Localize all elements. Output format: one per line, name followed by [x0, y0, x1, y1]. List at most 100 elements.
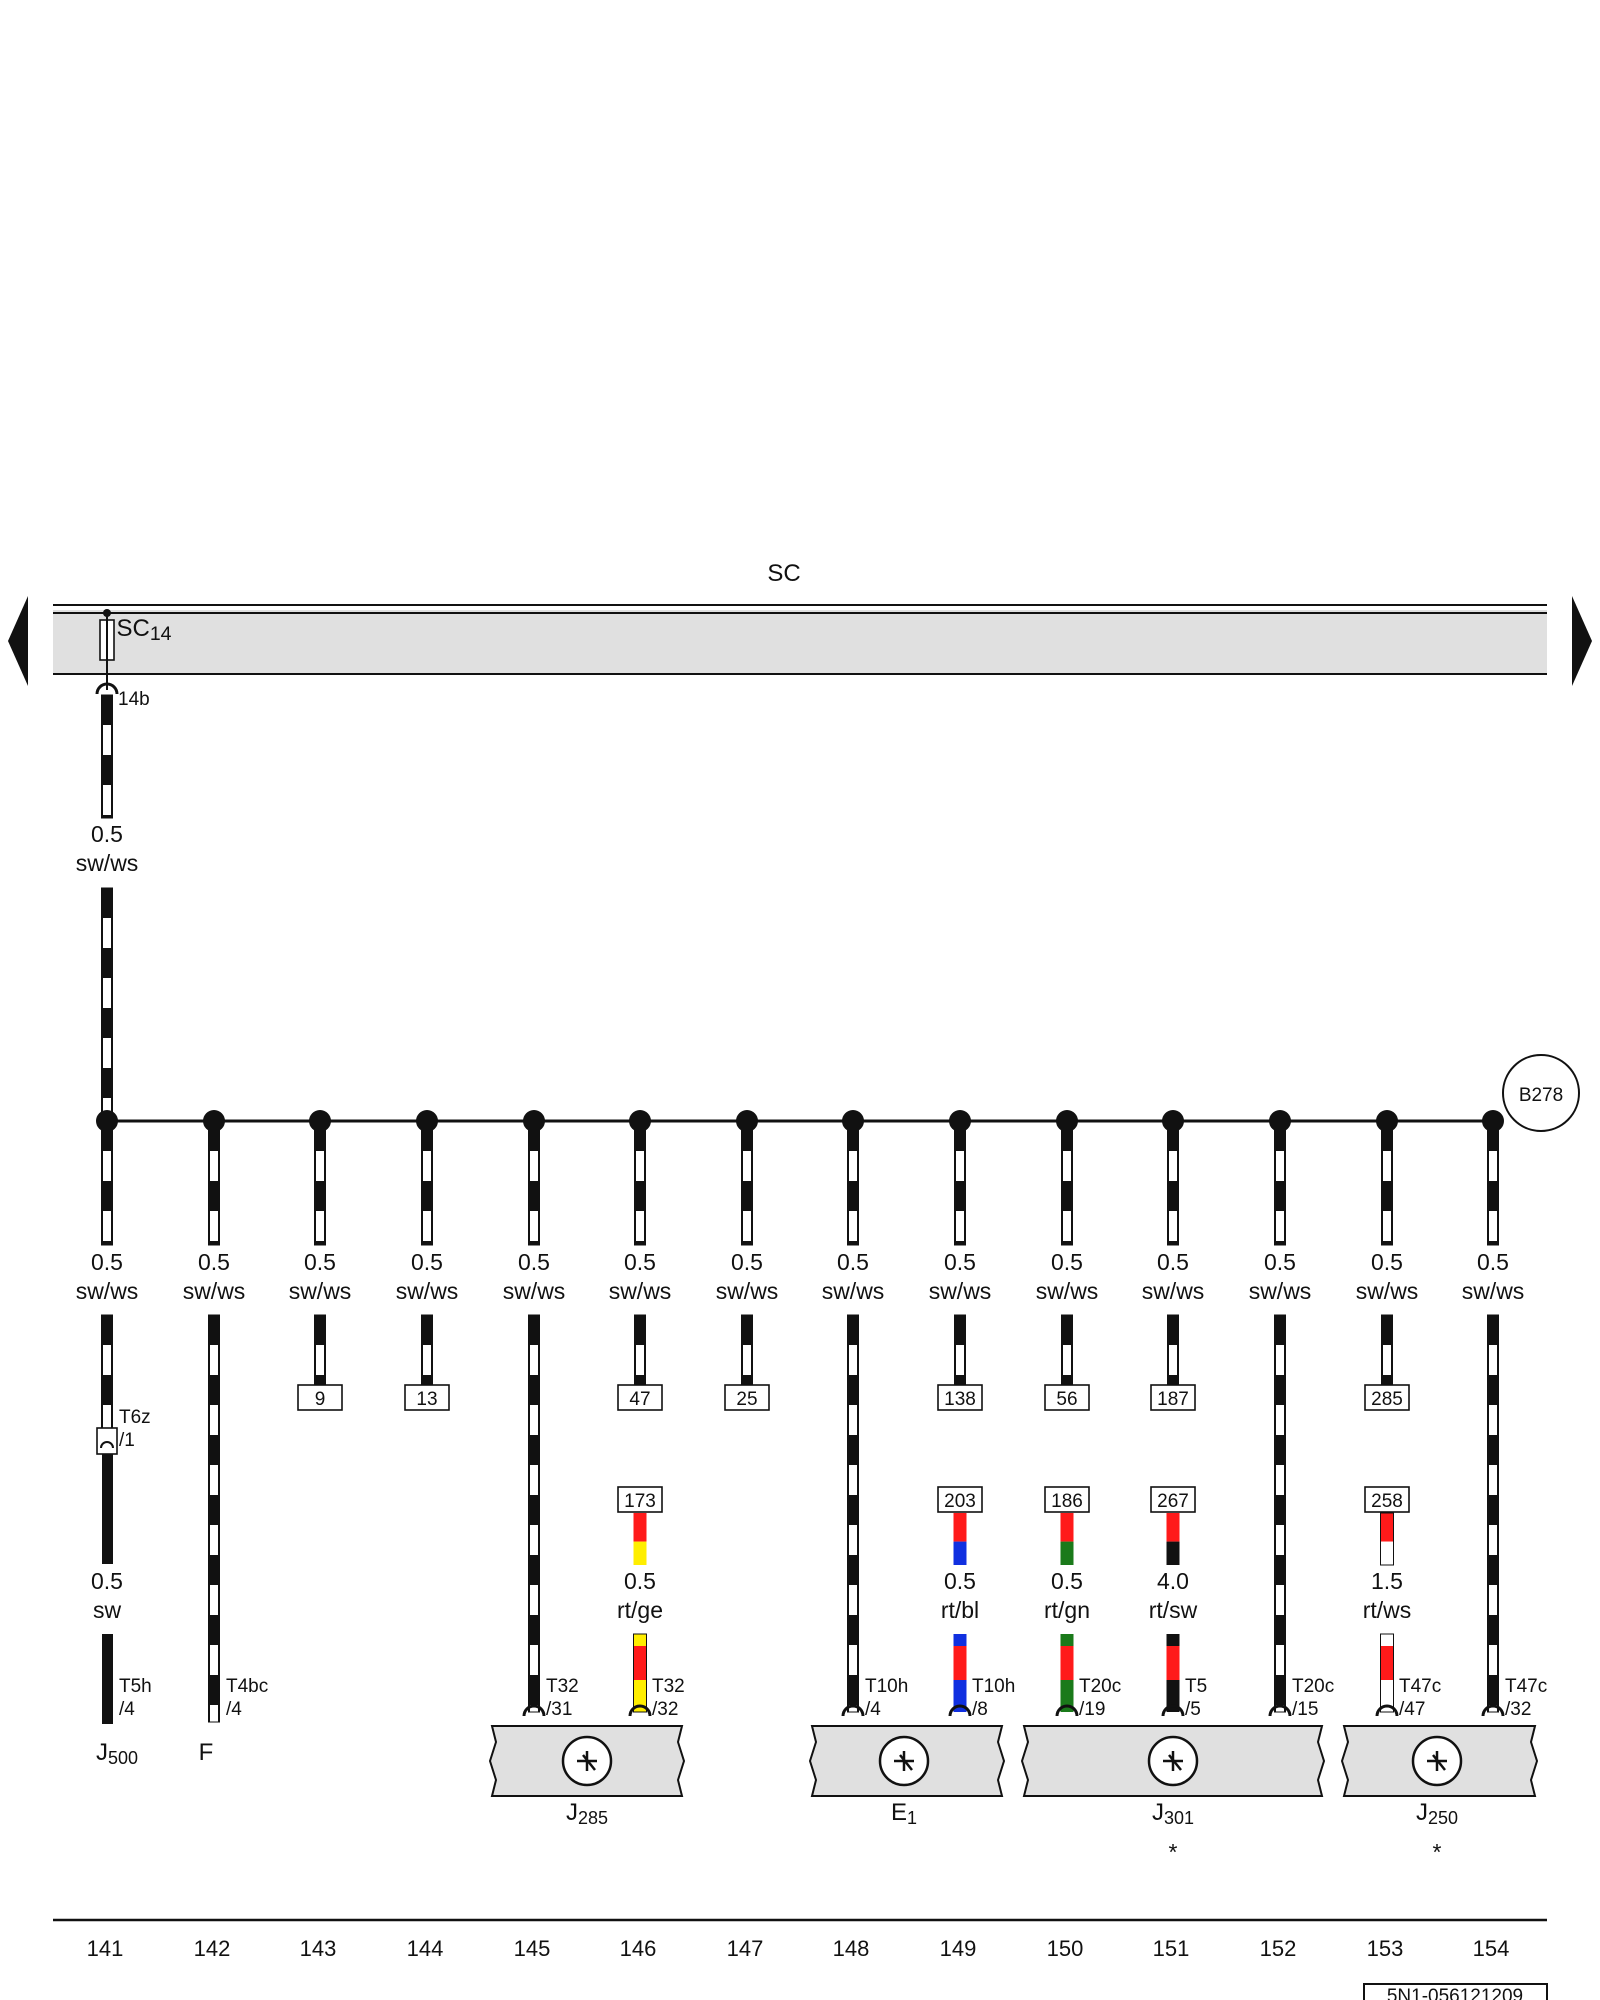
- ref-stub-wire-stripe: [423, 1345, 431, 1375]
- colored-wire-lower-mid: [1380, 1646, 1394, 1680]
- component-j500-label-main: J: [96, 1739, 108, 1766]
- col142-wire-stripe: [210, 1525, 218, 1555]
- branch-wire-upper: [1487, 1120, 1499, 1246]
- connector-name: T47c: [1505, 1676, 1547, 1697]
- module-wire-base: [1487, 1315, 1499, 1712]
- connector-name: T10h: [972, 1676, 1015, 1697]
- colored-wire-size: 0.5: [624, 1568, 656, 1594]
- ref-stub-wire-stripe: [743, 1345, 751, 1375]
- feed-wire-upper-base: [101, 695, 113, 818]
- branch-wire-upper-outline: [421, 1120, 433, 1246]
- ref-lower-box: 186: [1051, 1491, 1083, 1512]
- feed-wire-lower: [101, 887, 113, 1122]
- branch-color: sw/ws: [76, 1278, 139, 1304]
- col142-wire-stripe: [210, 1465, 218, 1495]
- connector-t6z-name: T6z: [119, 1407, 151, 1428]
- branch-wire-upper-stripe: [1276, 1211, 1284, 1241]
- branch-wire-upper-outline: [314, 1120, 326, 1246]
- branch-size: 0.5: [411, 1249, 443, 1275]
- colored-wire-lower-outline: [633, 1633, 647, 1713]
- branch-color: sw/ws: [503, 1278, 566, 1304]
- module-pin-arc: [1055, 1704, 1079, 1717]
- ref-stub-wire-stripe: [1383, 1345, 1391, 1375]
- column-number: 147: [727, 1936, 764, 1961]
- colored-wire-size: 0.5: [1051, 1568, 1083, 1594]
- col141-black-wire-2: [102, 1634, 113, 1724]
- col142-wire-stripe: [210, 1585, 218, 1615]
- component-j285-label-main: J: [566, 1799, 578, 1826]
- ref-stub-wire: [1061, 1314, 1073, 1386]
- ref-lower-box-box: [617, 1486, 663, 1513]
- branch-wire-upper-stripe: [1383, 1211, 1391, 1241]
- column-number: 153: [1367, 1936, 1404, 1961]
- column-number: 143: [300, 1936, 337, 1961]
- module-wire-stripe: [1489, 1345, 1497, 1375]
- component-j301-label: J301: [1152, 1799, 1194, 1828]
- branch-wire-upper: [528, 1120, 540, 1246]
- ref-stub-wire: [314, 1314, 326, 1386]
- ref-stub-wire: [1381, 1314, 1393, 1386]
- branch-size: 0.5: [518, 1249, 550, 1275]
- module-wire-stripe: [530, 1525, 538, 1555]
- component-j301-note: *: [1169, 1839, 1178, 1865]
- branch-wire-upper-base: [954, 1121, 966, 1245]
- ref-stub-wire-stripe: [1169, 1345, 1177, 1375]
- colored-wire-lower: [1166, 1634, 1180, 1712]
- branch-wire-upper: [954, 1120, 966, 1246]
- column-number: 142: [194, 1936, 231, 1961]
- colored-wire-lower-bot: [1060, 1680, 1074, 1712]
- module-wire-outline: [847, 1314, 859, 1713]
- module-wire-stripe: [1276, 1405, 1284, 1435]
- colored-wire-lower-top: [1060, 1634, 1074, 1646]
- feed-wire-lower-stripe: [103, 978, 111, 1008]
- feed-wire-color: sw/ws: [76, 850, 139, 876]
- ref-stub-wire-stripe: [1063, 1345, 1071, 1375]
- arrow-left-icon: [8, 596, 28, 686]
- col141-wire-upper-stripe: [103, 1405, 111, 1428]
- component-j250-label-sub: 250: [1428, 1808, 1458, 1828]
- colored-wire-lower-mid: [953, 1646, 967, 1680]
- branch-wire-upper-stripe: [423, 1211, 431, 1241]
- colored-wire-size: 4.0: [1157, 1568, 1189, 1594]
- component-e1-label-main: E: [891, 1799, 907, 1826]
- branch-size: 0.5: [91, 1249, 123, 1275]
- branch-wire-upper-stripe: [636, 1151, 644, 1181]
- branch-wire-upper-outline: [847, 1120, 859, 1246]
- column-number: 151: [1153, 1936, 1190, 1961]
- module-wire-stripe: [849, 1525, 857, 1555]
- feed-wire-lower-stripe: [103, 1038, 111, 1068]
- colored-wire-upper-b: [1060, 1541, 1074, 1565]
- module-wire-stripe: [1489, 1405, 1497, 1435]
- ref-upper-box: 9: [315, 1389, 326, 1410]
- branch-color: sw/ws: [1356, 1278, 1419, 1304]
- branch-wire-upper-stripe: [1169, 1151, 1177, 1181]
- colored-wire-upper-a: [953, 1513, 967, 1542]
- connector-t5h-name: T5h: [119, 1676, 152, 1697]
- branch-wire-upper: [101, 1120, 113, 1246]
- branch-color: sw/ws: [1249, 1278, 1312, 1304]
- colored-wire-size: 1.5: [1371, 1568, 1403, 1594]
- branch-wire-upper-outline: [528, 1120, 540, 1246]
- component-j301-label-sub: 301: [1164, 1808, 1194, 1828]
- ref-upper-box-box: [937, 1384, 983, 1411]
- module-wire-stripe: [1489, 1645, 1497, 1675]
- col142-wire-stripe: [210, 1645, 218, 1675]
- branch-wire-upper-base: [634, 1121, 646, 1245]
- module-wire-base: [528, 1315, 540, 1712]
- colored-wire-color: rt/ge: [617, 1597, 663, 1623]
- colored-wire-lower-top: [1166, 1634, 1180, 1646]
- component-j500-label: J500: [96, 1739, 138, 1768]
- branch-color: sw/ws: [289, 1278, 352, 1304]
- fuse-pin-label: 14b: [118, 689, 150, 710]
- branch-wire-upper-stripe: [1489, 1151, 1497, 1181]
- branch-color: sw/ws: [609, 1278, 672, 1304]
- branch-size: 0.5: [1477, 1249, 1509, 1275]
- ref-stub-wire-stripe: [316, 1345, 324, 1375]
- ref-upper-box-box: [1364, 1384, 1410, 1411]
- colored-wire-lower-bot: [633, 1680, 647, 1712]
- ref-lower-box: 173: [624, 1491, 656, 1512]
- branch-wire-upper-stripe: [956, 1151, 964, 1181]
- branch-color: sw/ws: [1462, 1278, 1525, 1304]
- colored-wire-upper: [1380, 1513, 1394, 1565]
- col142-wire-outline: [208, 1314, 220, 1723]
